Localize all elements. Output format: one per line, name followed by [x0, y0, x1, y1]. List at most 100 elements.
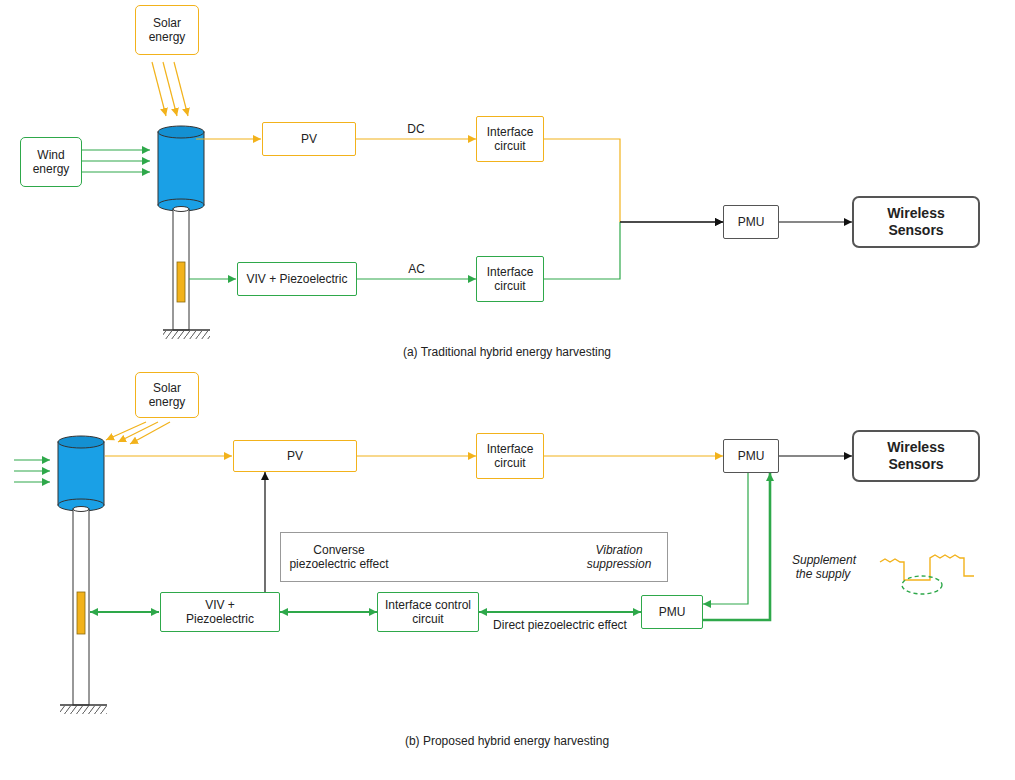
process-box: Interface control circuit — [377, 592, 479, 632]
bluff-body-b — [73, 507, 89, 512]
solar-rays-b — [130, 422, 170, 444]
bluff-body-a — [163, 329, 210, 331]
wind-arrows-b — [14, 460, 50, 482]
bluff-body-b — [58, 499, 104, 511]
process-box: Interface circuit — [476, 116, 544, 162]
connector — [703, 473, 770, 620]
pmu-box: PMU — [641, 595, 703, 629]
connector — [544, 456, 723, 457]
wind-arrows-a — [82, 150, 150, 172]
node-text: Interface circuit — [482, 125, 538, 154]
node-text: PMU — [738, 449, 765, 463]
bluff-body-a — [173, 207, 189, 212]
wind-arrows-a — [82, 171, 150, 172]
figure-caption: (a) Traditional hybrid energy harvesting — [401, 345, 613, 359]
wind-arrows-a — [82, 149, 150, 150]
node-text: Solar energy — [141, 381, 193, 410]
solar-rays-a — [152, 62, 166, 116]
wind-arrows-b — [14, 481, 50, 482]
source-box: Solar energy — [135, 5, 199, 55]
connector-line — [620, 221, 723, 222]
connector — [544, 222, 723, 279]
connector-line — [544, 139, 620, 222]
solar-rays-a — [152, 62, 188, 116]
process-box: VIV + Piezoelectric — [237, 262, 357, 296]
bluff-body-a — [158, 199, 204, 211]
edge-label: DC — [405, 122, 426, 136]
node-text: PV — [287, 449, 303, 463]
bluff-body-a — [158, 126, 204, 138]
node-text: Wireless Sensors — [874, 205, 958, 239]
connector — [703, 473, 748, 604]
connector-line — [357, 455, 476, 456]
node-text: Vibration suppression — [577, 543, 661, 572]
connector-line — [620, 221, 723, 222]
node-text: Converse piezoelectric effect — [289, 543, 389, 572]
node-text: Interface circuit — [482, 442, 538, 471]
connector — [357, 279, 476, 280]
figure-caption: (b) Proposed hybrid energy harvesting — [403, 734, 611, 748]
load-box: Wireless Sensors — [852, 430, 980, 482]
annotation: Supplement the supply — [790, 553, 856, 582]
bluff-body-a — [173, 209, 189, 330]
process-box: PV — [233, 440, 357, 472]
node-text: VIV + Piezoelectric — [177, 598, 263, 627]
connector-line — [703, 473, 770, 620]
source-box: Solar energy — [135, 372, 199, 418]
bluff-body-a — [158, 126, 210, 339]
wind-arrows-b — [14, 459, 50, 460]
connector — [544, 139, 723, 222]
edge-label: AC — [406, 262, 427, 276]
edge-label: Direct piezoelectric effect — [491, 618, 629, 632]
node-text: VIV + Piezoelectric — [246, 272, 347, 286]
connector-line — [280, 611, 377, 613]
pmu-box: PMU — [723, 205, 779, 239]
supply-waveform — [880, 555, 974, 580]
bluff-body-b — [73, 509, 89, 705]
wind-arrows-b — [14, 470, 50, 471]
node-text: PV — [301, 132, 317, 146]
node-text: Interface circuit — [482, 265, 538, 294]
gap-marker — [902, 576, 942, 594]
node-text: Solar energy — [141, 16, 193, 45]
bluff-body-b — [60, 706, 107, 714]
wind-arrows-a — [82, 160, 150, 161]
process-box: PV — [262, 122, 356, 156]
strain-link-line — [90, 611, 159, 613]
connector — [356, 139, 476, 140]
strain-feed-line — [189, 278, 236, 279]
pv-feed-line — [105, 455, 232, 456]
connector — [357, 456, 476, 457]
connector-line — [479, 611, 641, 613]
connector — [779, 456, 852, 457]
connector-line — [779, 221, 852, 222]
node-text: Wind energy — [26, 148, 76, 177]
connector-line — [356, 138, 476, 139]
source-box: Wind energy — [20, 137, 82, 187]
bluff-body-b — [58, 436, 104, 448]
node-text: PMU — [738, 215, 765, 229]
solar-rays-b — [106, 422, 170, 444]
connector-line — [779, 455, 852, 456]
process-box: VIV + Piezoelectric — [160, 592, 280, 632]
connector-line — [544, 455, 723, 456]
bluff-body-b — [58, 436, 107, 714]
connector — [265, 472, 266, 592]
node-text: Interface control circuit — [383, 598, 473, 627]
connector — [779, 222, 852, 223]
process-box: Interface circuit — [476, 256, 544, 302]
connector-line — [703, 473, 748, 604]
connector — [280, 612, 377, 613]
bluff-body-b — [60, 704, 107, 706]
solar-rays-a — [163, 62, 177, 116]
solar-rays-a — [174, 62, 188, 116]
connector-line — [264, 472, 265, 592]
bluff-body-a — [158, 132, 204, 205]
bluff-body-b — [58, 442, 104, 505]
bluff-body-a — [163, 331, 210, 339]
connector — [479, 612, 641, 613]
connector-line — [544, 222, 620, 279]
process-box: Interface circuit — [476, 433, 544, 479]
pv-feed-line — [196, 138, 261, 139]
